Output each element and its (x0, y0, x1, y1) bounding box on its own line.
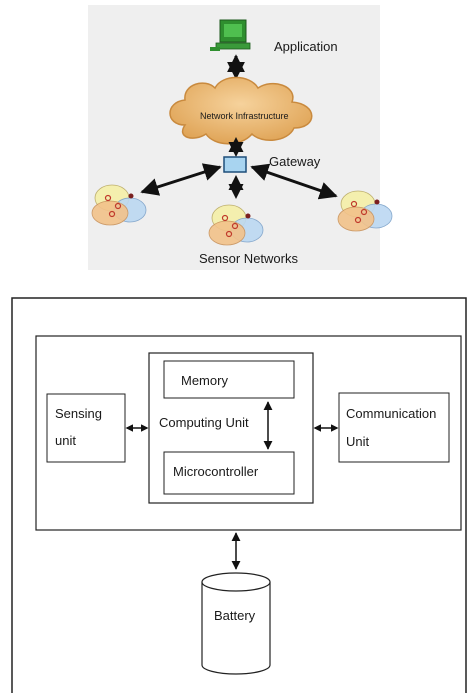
gateway-box-icon (223, 156, 247, 173)
application-label: Application (274, 39, 338, 54)
network-diagram: Application Network Infrastructure Gatew… (88, 5, 393, 270)
node-diagram: Sensing unit Memory Computing Unit Micro… (11, 297, 467, 693)
battery-label: Battery (214, 608, 256, 623)
microcontroller-box (163, 451, 295, 495)
cloud-label: Network Infrastructure (200, 111, 289, 121)
communication-unit-label-line2: Unit (346, 434, 370, 449)
communication-unit-label-line1: Communication (346, 406, 436, 421)
sensor-cluster-icon-center (208, 204, 264, 246)
communication-unit-box (338, 392, 450, 463)
gateway-right-cluster-arrow (250, 163, 338, 200)
sensor-cluster-icon-right (337, 190, 393, 232)
cloud-icon (169, 76, 313, 145)
sensing-unit-box (46, 393, 126, 463)
sensing-unit-label-line2: unit (55, 433, 76, 448)
sensor-cluster-icon-left (91, 184, 147, 226)
computing-unit-label: Computing Unit (159, 415, 249, 430)
node-diagram-frame (11, 297, 467, 693)
memory-box (163, 360, 295, 399)
microcontroller-label: Microcontroller (173, 464, 259, 479)
computer-icon (210, 19, 251, 51)
sensing-unit-label-line1: Sensing (55, 406, 102, 421)
gateway-label: Gateway (269, 154, 321, 169)
sensor-networks-label: Sensor Networks (199, 251, 298, 266)
gateway-left-cluster-arrow (140, 163, 222, 196)
memory-label: Memory (181, 373, 228, 388)
battery-cylinder-icon (201, 572, 271, 675)
